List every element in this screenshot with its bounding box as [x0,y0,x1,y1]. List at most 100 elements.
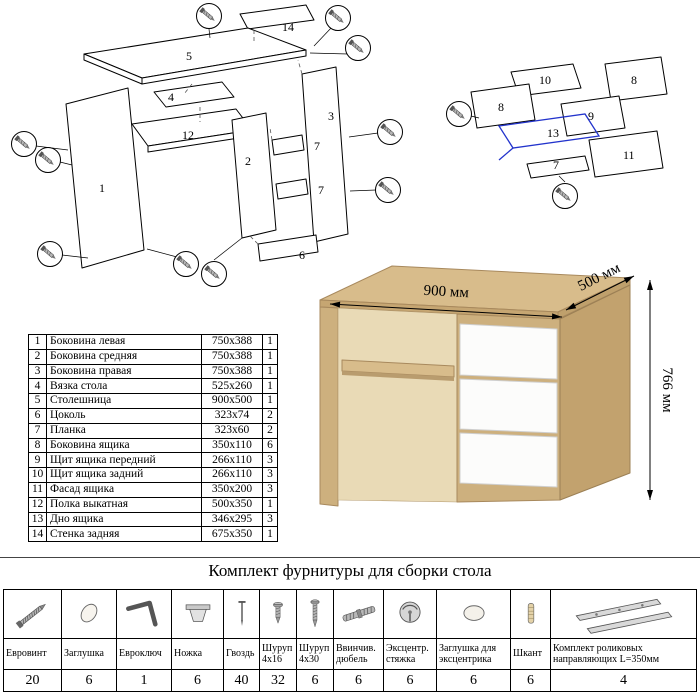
cam-cap-icon [437,590,510,639]
part-qty: 3 [262,452,278,469]
part-label: 10 [539,73,551,87]
screw-callout-icon [377,119,403,145]
part-label: 2 [245,154,251,168]
hardware-item-qty: 6 [311,672,319,688]
desk-right-side-panel [559,284,631,501]
part-number: 11 [28,481,47,498]
part-qty: 1 [262,526,278,543]
parts-table: 1 Боковина левая 750х388 1 2 Боковина ср… [28,334,278,543]
drawer-bottom-insert-line [498,147,514,161]
parts-table-row: 8 Боковина ящика 350х110 6 [28,437,278,454]
part-qty: 1 [262,378,278,395]
part-size: 900х500 [201,393,263,409]
parts-table-row: 11 Фасад ящика 350х200 3 [28,481,278,498]
part-5-top-edge-right [141,49,307,85]
hardware-item-name: Заглушка для эксцентрика [437,639,510,670]
part-name: Вязка стола [46,378,202,395]
hardware-item-name: Эксцентр. стяжка [384,639,436,670]
screw-callout-icon [37,241,63,267]
hardware-table: Евровинт 20 Заглушка 6 Евроключ 1 Ножка … [3,589,697,692]
part-name: Боковина правая [46,363,202,380]
screw-4x30-icon [297,590,333,639]
part-name: Столешница [46,393,202,409]
hardware-item: Эксцентр. стяжка 6 [384,590,437,691]
parts-table-row: 13 Дно ящика 346х295 3 [28,511,278,528]
part-7-strip [526,155,590,179]
part-label: 7 [314,139,320,153]
part-8-drawer-side-left [470,83,536,129]
part-8-drawer-side-right [604,56,668,102]
screw-callout-icon [173,251,199,277]
part-qty: 6 [262,437,278,454]
part-6-plinth [257,234,319,262]
hardware-item-qty: 1 [140,672,148,688]
part-name: Боковина левая [46,334,202,350]
screw-callout-icon [196,3,222,29]
hardware-item: Шкант 6 [511,590,551,691]
hardware-title: Комплект фурнитуры для сборки стола [208,561,492,580]
part-number: 13 [28,511,47,528]
part-label: 9 [588,109,594,123]
part-label: 1 [99,181,105,195]
parts-table-row: 5 Столешница 900х500 1 [28,393,278,409]
part-size: 350х110 [201,437,263,454]
part-9-drawer-front [560,95,626,137]
part-number: 6 [28,407,47,424]
arrowhead [623,276,634,284]
nail-icon [224,590,259,639]
desk-drawer-front-1 [459,323,558,380]
part-size: 346х295 [201,511,263,528]
desk-left-panel [319,306,339,507]
part-label: 5 [186,49,192,63]
hardware-item: Евровинт 20 [4,590,62,691]
part-size: 525х260 [201,378,263,395]
hardware-item-name: Шуруп 4х16 [260,639,296,670]
screw-callout-icon [11,131,37,157]
assembly-diagram-desk: 14 5 4 12 2 1 3 7 7 6 [11,3,403,287]
part-size: 750х388 [201,363,263,380]
parts-table-row: 3 Боковина правая 750х388 1 [28,363,278,380]
parts-table-row: 12 Полка выкатная 500х350 1 [28,496,278,513]
part-label: 12 [182,128,194,142]
part-name: Фасад ящика [46,481,202,498]
hardware-item-qty: 6 [527,672,534,688]
hex-key-icon [117,590,171,639]
hardware-item: Заглушка для эксцентрика 6 [437,590,511,691]
dimension-depth-arrow [565,275,635,311]
hardware-item: Ножка 6 [172,590,224,691]
part-label: 6 [299,248,305,262]
part-label: 14 [282,20,294,34]
confirmat-screw-icon [4,590,61,639]
part-name: Щит ящика передний [46,452,202,469]
part-label: 8 [631,73,637,87]
hardware-item: Гвоздь 40 [224,590,260,691]
part-name: Дно ящика [46,511,202,528]
hardware-item-qty: 32 [271,672,285,688]
dimension-width-label: 900 мм [423,283,470,302]
dimension-width-arrow [329,303,563,318]
part-4-rail [153,81,235,108]
part-qty: 3 [262,511,278,528]
part-number: 12 [28,496,47,513]
hardware-item-name: Гвоздь [224,639,259,670]
hardware-item-qty: 6 [470,672,477,688]
desk-keyboard-tray-shadow [342,371,454,381]
hardware-item-name: Ввинчив. дюбель [334,639,383,670]
part-qty: 1 [262,334,278,350]
hardware-item-qty: 6 [194,672,201,688]
parts-table-row: 9 Щит ящика передний 266х110 3 [28,452,278,469]
screw-callout-icon [325,5,351,31]
part-14-back-panel [239,4,315,30]
screw-callout-icon [375,177,401,203]
part-number: 10 [28,467,47,483]
hardware-item: Ввинчив. дюбель 6 [334,590,384,691]
part-number: 4 [28,378,47,395]
part-name: Щит ящика задний [46,467,202,483]
part-number: 2 [28,348,47,365]
part-7-strip-lower [275,178,309,200]
part-qty: 1 [262,496,278,513]
parts-table-row: 4 Вязка стола 525х260 1 [28,378,278,395]
part-label: 8 [498,100,504,114]
callout-leader-lines [470,115,566,183]
screw-callout-icon [345,35,371,61]
